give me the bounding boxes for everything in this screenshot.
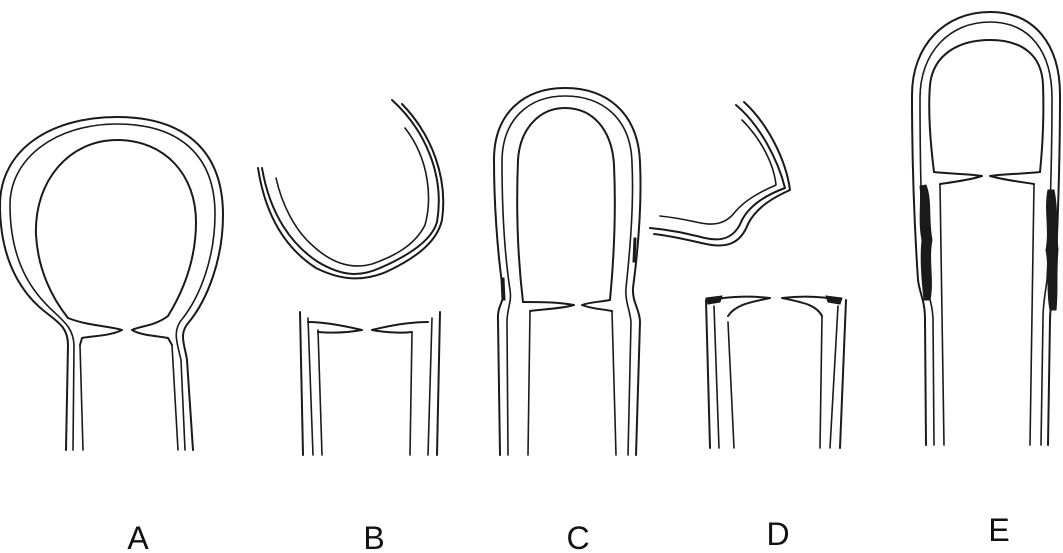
- panel-b-stalk-left-inner: [308, 318, 313, 455]
- panel-e-septum-right: [990, 172, 1040, 184]
- panel-e-stalk-left-wall: [940, 184, 944, 445]
- panel-a-label: A: [127, 520, 149, 553]
- panel-e: [912, 12, 1060, 445]
- panel-c: [494, 88, 641, 455]
- panel-b-detached-cap-outer: [262, 100, 439, 274]
- panel-a-outer-wall: [0, 117, 223, 450]
- panel-e-stalk-right-wall: [1030, 184, 1034, 445]
- panel-d-thickening-right: [826, 296, 842, 304]
- panel-c-label: C: [566, 520, 589, 553]
- panel-c-thickening-right: [633, 238, 636, 262]
- panel-a-septum-left: [68, 318, 122, 345]
- panel-b-stalk-right-wall: [410, 332, 412, 455]
- panel-b-septum-right: [372, 322, 428, 333]
- panel-c-septum-left: [523, 302, 574, 311]
- panel-c-outer-wall: [494, 88, 641, 455]
- panel-c-thickening-left: [501, 278, 505, 300]
- panel-b-label: B: [363, 520, 384, 553]
- panel-d-detached-cap-lumen-line: [660, 120, 776, 224]
- panel-e-label: E: [988, 512, 1009, 548]
- panel-c-stalk-right-wall: [612, 311, 616, 455]
- panel-d-stalk-right-inner: [830, 306, 838, 448]
- panel-b-stalk-right-inner: [428, 318, 432, 455]
- panel-b-stalk-left-wall: [318, 330, 322, 455]
- panel-c-stalk-left-wall: [528, 311, 530, 455]
- panel-d-label: D: [766, 516, 789, 552]
- panel-a-outer-wall-inner-line: [10, 124, 215, 450]
- panel-e-outer-wall-inner-line: [920, 22, 1052, 445]
- panel-e-septum-left: [934, 172, 982, 184]
- panel-a-inner-wall: [36, 140, 196, 318]
- panel-d-detached-cap-inner: [654, 102, 790, 246]
- panel-a-septum-right: [132, 316, 172, 345]
- panel-a: [0, 117, 223, 450]
- panel-e-thickening-left: [920, 185, 932, 300]
- panel-b-septum-left: [308, 322, 362, 333]
- panel-b-stalk-right-outer: [437, 312, 440, 455]
- panel-b-stalk-left-outer: [300, 312, 303, 455]
- panel-b: [258, 100, 443, 455]
- panel-e-thickening-right: [1046, 190, 1058, 310]
- panel-d-thickening-left: [706, 296, 722, 304]
- panel-d-stalk-right-outer: [840, 300, 846, 448]
- panel-d: [650, 102, 846, 448]
- panel-b-detached-cap-inner: [258, 104, 443, 278]
- panel-e-inner-wall: [929, 40, 1043, 172]
- panel-c-inner-wall: [517, 108, 615, 302]
- panel-d-stalk-left-inner: [714, 306, 719, 448]
- panel-a-stalk-right-inner: [172, 345, 178, 450]
- panel-a-stalk-left-inner: [80, 345, 83, 450]
- panel-d-stalk-left-wall: [728, 322, 734, 448]
- panel-d-stalk-left-outer: [706, 300, 710, 448]
- panel-d-stalk-right-wall: [820, 316, 822, 448]
- panel-c-septum-right: [582, 300, 612, 311]
